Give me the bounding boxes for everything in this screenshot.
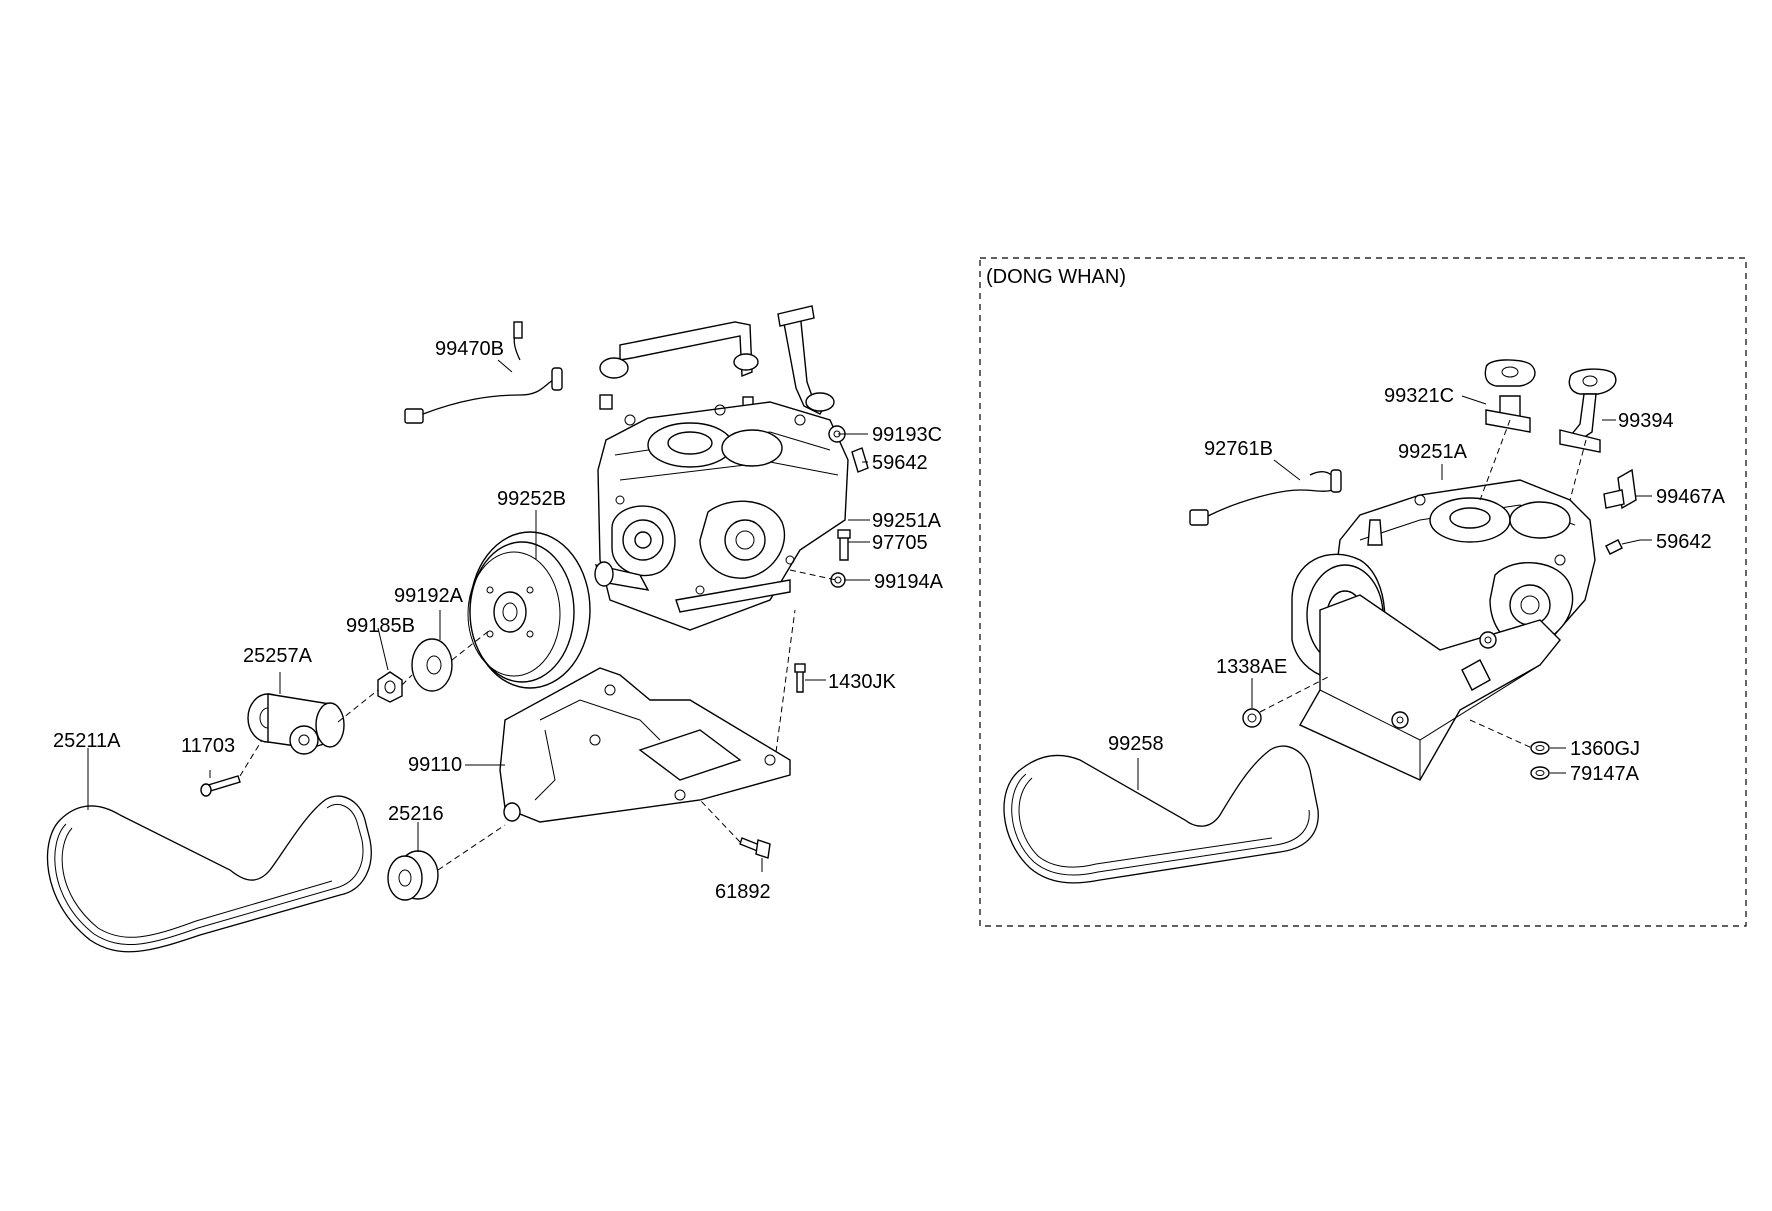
label-99470B: 99470B xyxy=(435,338,504,360)
label-99192A: 99192A xyxy=(394,585,464,607)
label-25216: 25216 xyxy=(388,803,444,825)
label-92761B: 92761B xyxy=(1204,438,1273,460)
label-99193C: 99193C xyxy=(872,424,942,446)
label-1360GJ: 1360GJ xyxy=(1570,738,1640,760)
right-leader-lines xyxy=(1137,395,1652,790)
label-97705: 97705 xyxy=(872,532,928,554)
drive-belt-99258 xyxy=(1003,745,1319,884)
clip-99185B xyxy=(377,671,403,703)
gasket-99321C xyxy=(1484,359,1536,433)
wiring-harness-92761B xyxy=(1189,469,1342,526)
dong-whan-variant: (DONG WHAN) xyxy=(979,257,1747,927)
bolt-61892 xyxy=(739,837,771,859)
idler-pulley-25257A xyxy=(247,693,345,755)
clutch-pulley-99252B xyxy=(467,531,591,689)
bolt-11703 xyxy=(200,775,241,797)
label-99467A: 99467A xyxy=(1656,486,1726,508)
discharge-pipe-99394 xyxy=(1559,368,1617,453)
label-99110: 99110 xyxy=(408,754,462,776)
left-leader-lines xyxy=(87,359,870,872)
idler-pulley-25216 xyxy=(387,850,439,901)
label-99258: 99258 xyxy=(1108,733,1164,755)
label-61892: 61892 xyxy=(715,881,771,903)
sensor-59642 xyxy=(1605,539,1641,555)
label-99321C: 99321C xyxy=(1384,385,1454,407)
label-99194A: 99194A xyxy=(874,571,944,593)
suction-pipe xyxy=(599,305,835,415)
drive-belt-25211A xyxy=(46,795,372,953)
label-99252B: 99252B xyxy=(497,488,566,510)
label-79147A: 79147A xyxy=(1570,763,1640,785)
bracket-99467A xyxy=(1603,468,1637,510)
label-25211A: 25211A xyxy=(53,730,121,752)
label-11703: 11703 xyxy=(181,735,235,757)
label-99185B: 99185B xyxy=(346,615,415,637)
label-99394: 99394 xyxy=(1618,410,1674,432)
left-assembly: 99470B 99193C 59642 99252B 99251A 97705 … xyxy=(46,305,944,953)
label-59642: 59642 xyxy=(872,452,928,474)
nut-1338AE xyxy=(1242,708,1262,728)
compressor-body xyxy=(594,401,849,631)
label-99251A: 99251A xyxy=(872,510,942,532)
label-1338AE: 1338AE xyxy=(1216,656,1287,678)
label-99251A: 99251A xyxy=(1398,441,1468,463)
wiring-harness-99470B xyxy=(404,321,563,424)
washer-79147A xyxy=(1530,766,1550,780)
label-1430JK: 1430JK xyxy=(828,671,896,693)
label-59642: 59642 xyxy=(1656,531,1712,553)
washer-1360GJ xyxy=(1530,741,1550,755)
label-25257A: 25257A xyxy=(243,645,313,667)
variant-title: (DONG WHAN) xyxy=(986,266,1126,288)
shim-99192A xyxy=(411,638,453,692)
dong-whan-base-plate xyxy=(1299,594,1561,781)
variant-dashed-frame xyxy=(979,257,1747,927)
mounting-bracket-99110 xyxy=(499,667,791,823)
